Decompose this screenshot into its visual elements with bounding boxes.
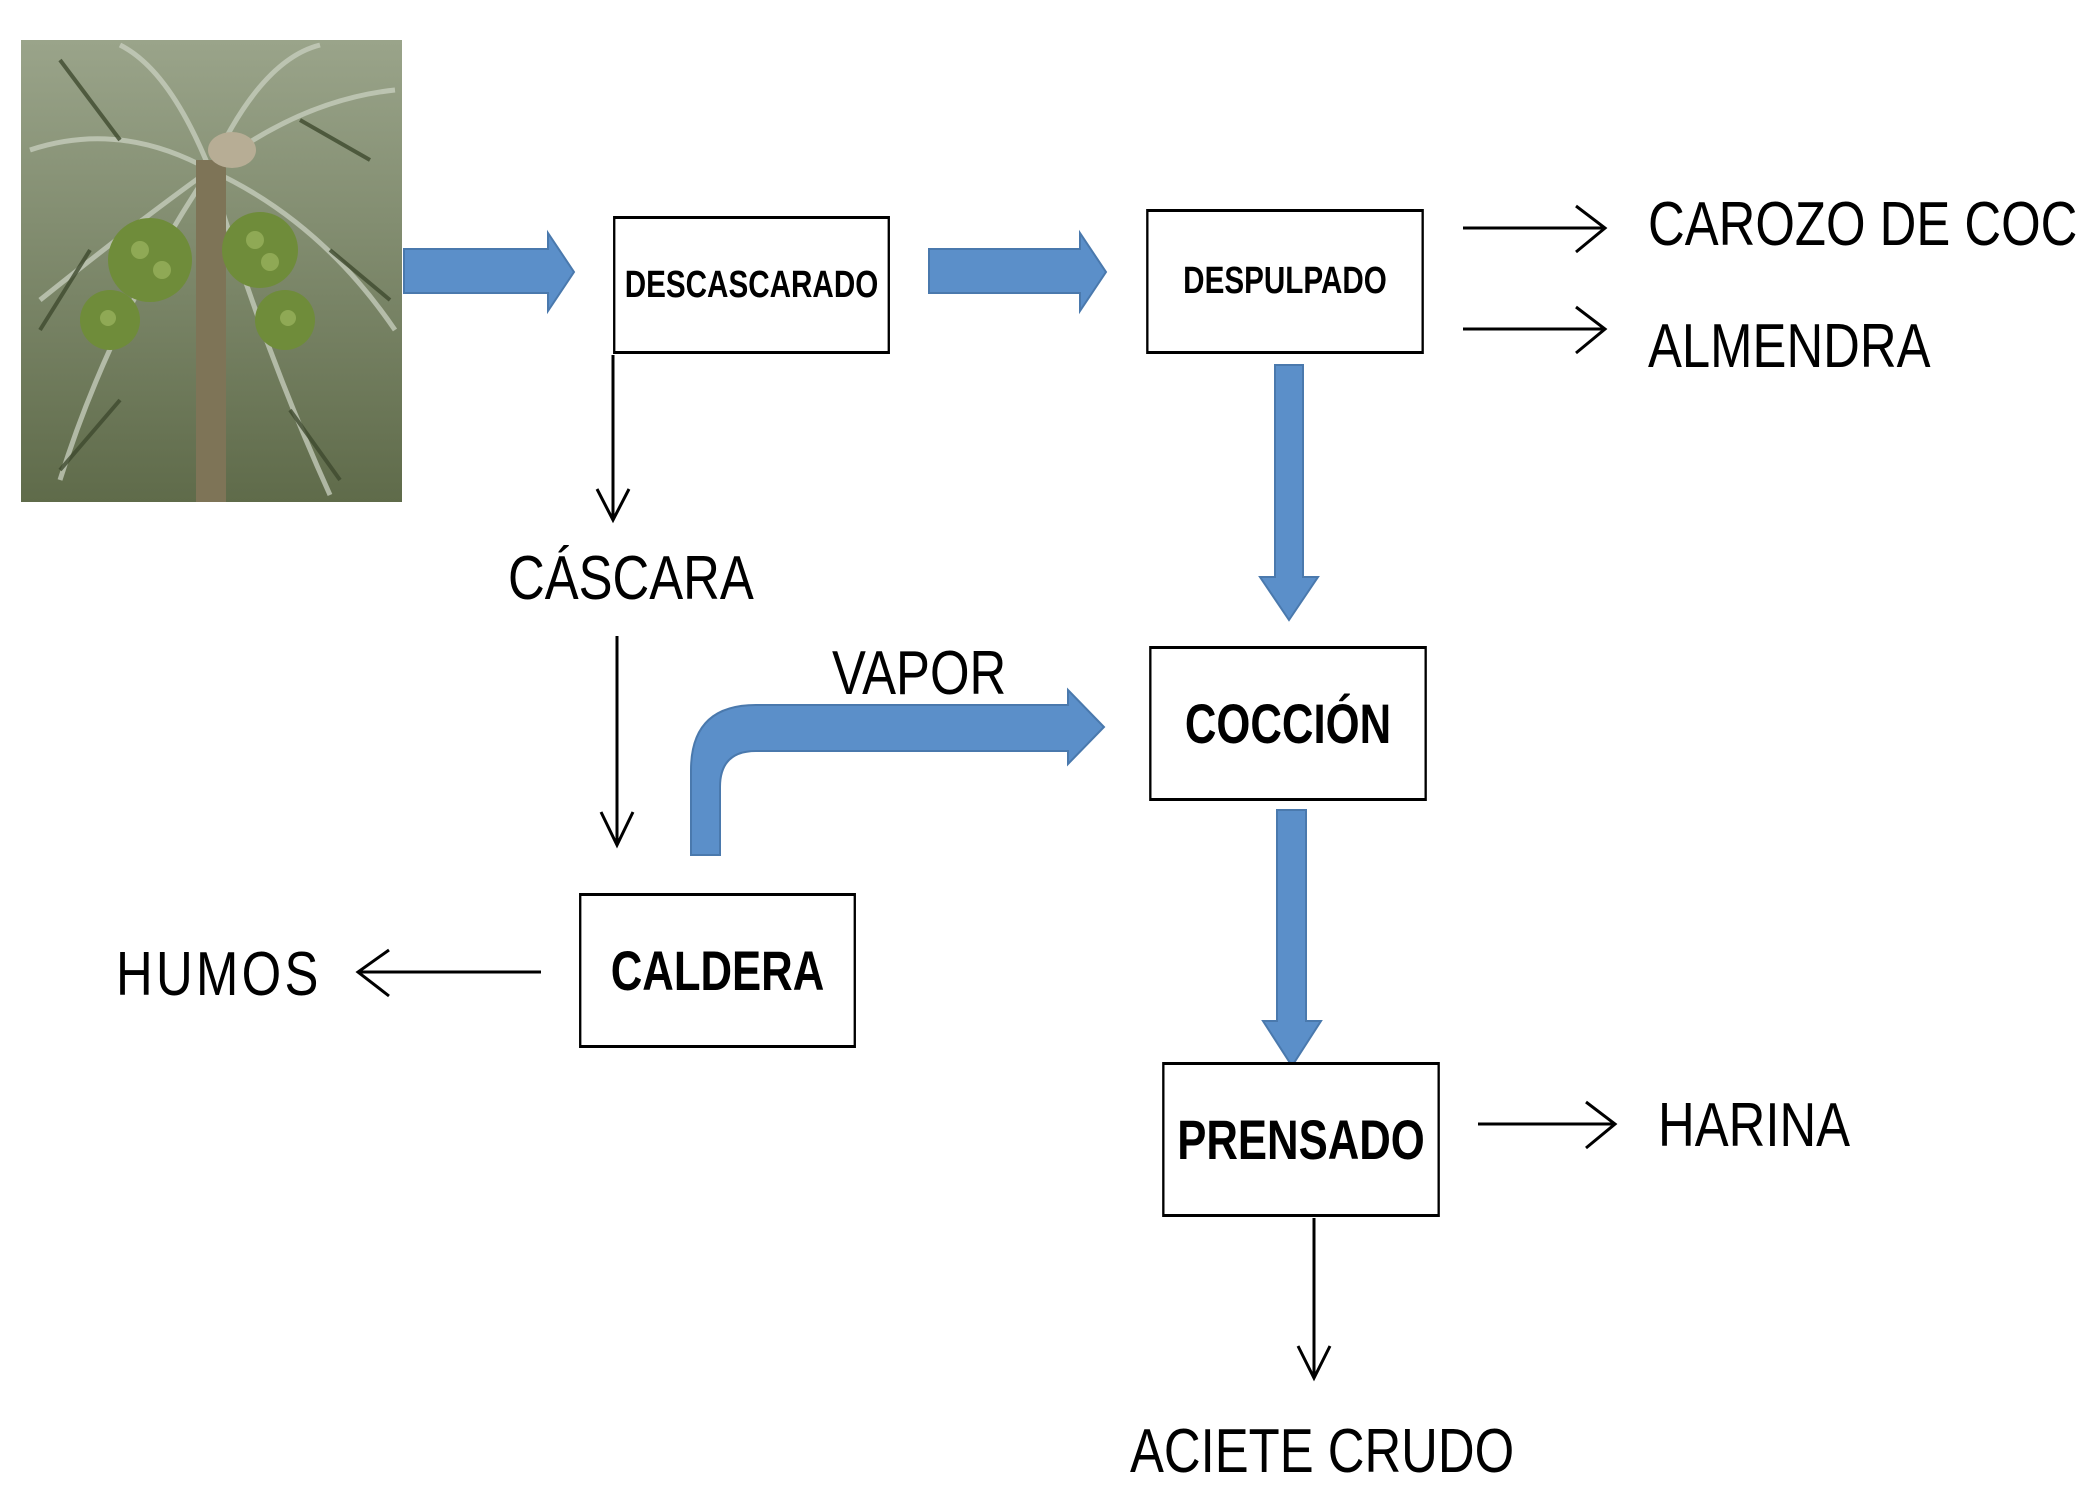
output-almendra-label: ALMENDRA bbox=[1648, 312, 1931, 381]
output-harina-label: HARINA bbox=[1658, 1091, 1851, 1160]
output-carozo-label: CAROZO DE COCO bbox=[1648, 190, 2077, 259]
node-prensado: PRENSADO bbox=[1162, 1062, 1440, 1217]
line-arrow-prensado-to-aceite bbox=[1296, 1218, 1332, 1382]
palm-tree-photo bbox=[21, 40, 402, 502]
node-coccion-label: COCCIÓN bbox=[1184, 692, 1392, 755]
node-despulpado: DESPULPADO bbox=[1146, 209, 1424, 354]
flow-arrow-descascarado-to-despulpado bbox=[928, 229, 1108, 315]
node-prensado-label: PRENSADO bbox=[1177, 1108, 1425, 1171]
output-humos-label: HUMOS bbox=[116, 940, 322, 1009]
flow-arrow-coccion-to-prensado bbox=[1261, 809, 1323, 1068]
output-aceite-label: ACIETE CRUDO bbox=[1130, 1417, 1515, 1486]
flow-arrow-vapor-caldera-to-coccion bbox=[690, 687, 1106, 856]
node-descascarado: DESCASCARADO bbox=[613, 216, 890, 354]
node-caldera-label: CALDERA bbox=[610, 939, 825, 1002]
flow-arrow-photo-to-descascarado bbox=[403, 229, 576, 315]
node-coccion: COCCIÓN bbox=[1149, 646, 1427, 801]
line-arrow-caldera-to-humos bbox=[355, 948, 541, 998]
line-arrow-despulpado-to-carozo bbox=[1463, 204, 1608, 254]
flow-arrow-despulpado-to-coccion bbox=[1258, 364, 1320, 622]
flow-vapor-label: VAPOR bbox=[832, 639, 1007, 708]
line-arrow-cascara-to-caldera bbox=[599, 636, 635, 849]
node-despulpado-label: DESPULPADO bbox=[1183, 260, 1387, 302]
line-arrow-despulpado-to-almendra bbox=[1463, 305, 1608, 355]
node-caldera: CALDERA bbox=[579, 893, 856, 1048]
output-cascara-label: CÁSCARA bbox=[508, 544, 754, 613]
line-arrow-prensado-to-harina bbox=[1478, 1100, 1618, 1150]
line-arrow-descascarado-to-cascara bbox=[595, 355, 631, 524]
node-descascarado-label: DESCASCARADO bbox=[624, 263, 879, 306]
